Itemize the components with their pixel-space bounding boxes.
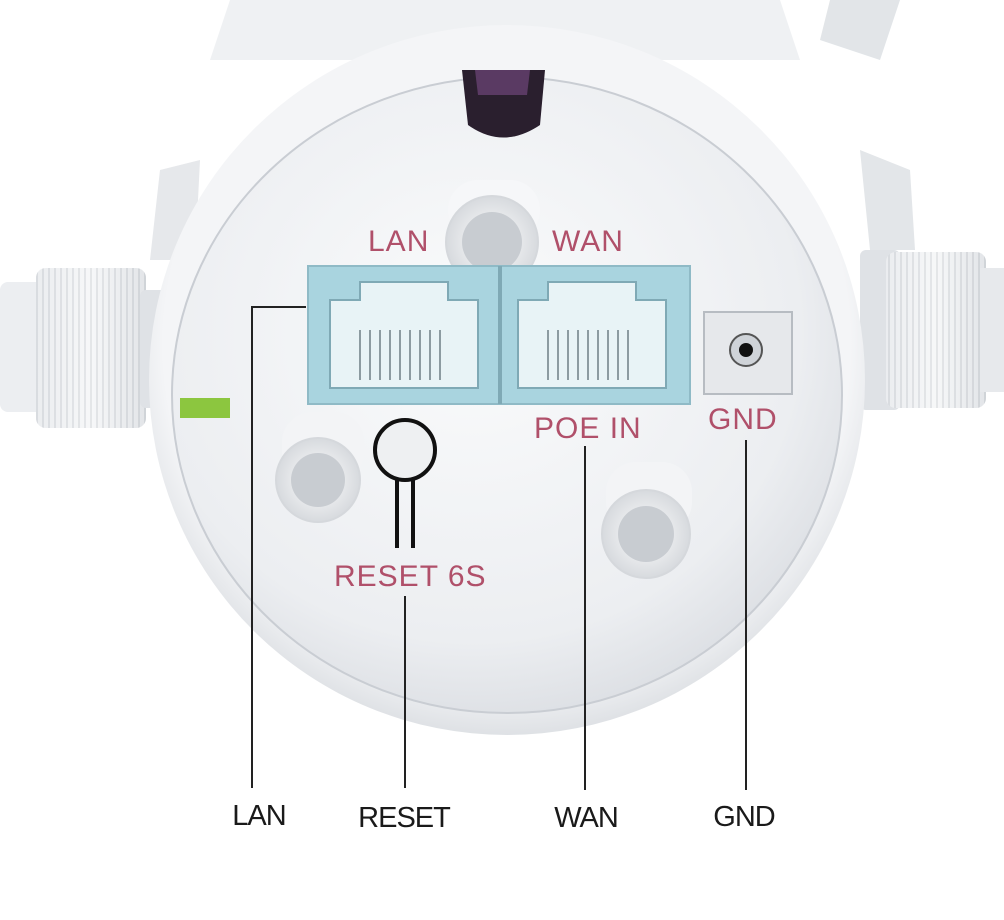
cable-gland-right [601, 462, 692, 579]
callout-line-lan [251, 306, 306, 788]
callout-lines [251, 306, 747, 790]
left-antenna-connector [0, 268, 172, 428]
panel-label-gnd: GND [708, 403, 778, 436]
wan-port-icon [517, 281, 667, 389]
status-led-icon [180, 398, 230, 418]
gnd-terminal-icon [703, 311, 793, 395]
panel-label-wan: WAN [552, 225, 624, 258]
callout-label-gnd: GND [713, 801, 775, 833]
callout-label-reset: RESET [358, 802, 451, 834]
callout-label-wan: WAN [554, 802, 618, 834]
reset-button-icon [373, 418, 437, 548]
panel-label-poe-in: POE IN [534, 412, 642, 445]
panel-label-reset: RESET 6S [334, 560, 487, 593]
panel-label-lan: LAN [368, 225, 429, 258]
top-slot [462, 70, 545, 138]
lan-port-icon [329, 281, 479, 389]
cable-gland-left [275, 412, 364, 523]
right-antenna-connector [860, 250, 1004, 410]
callout-label-lan: LAN [232, 800, 285, 832]
